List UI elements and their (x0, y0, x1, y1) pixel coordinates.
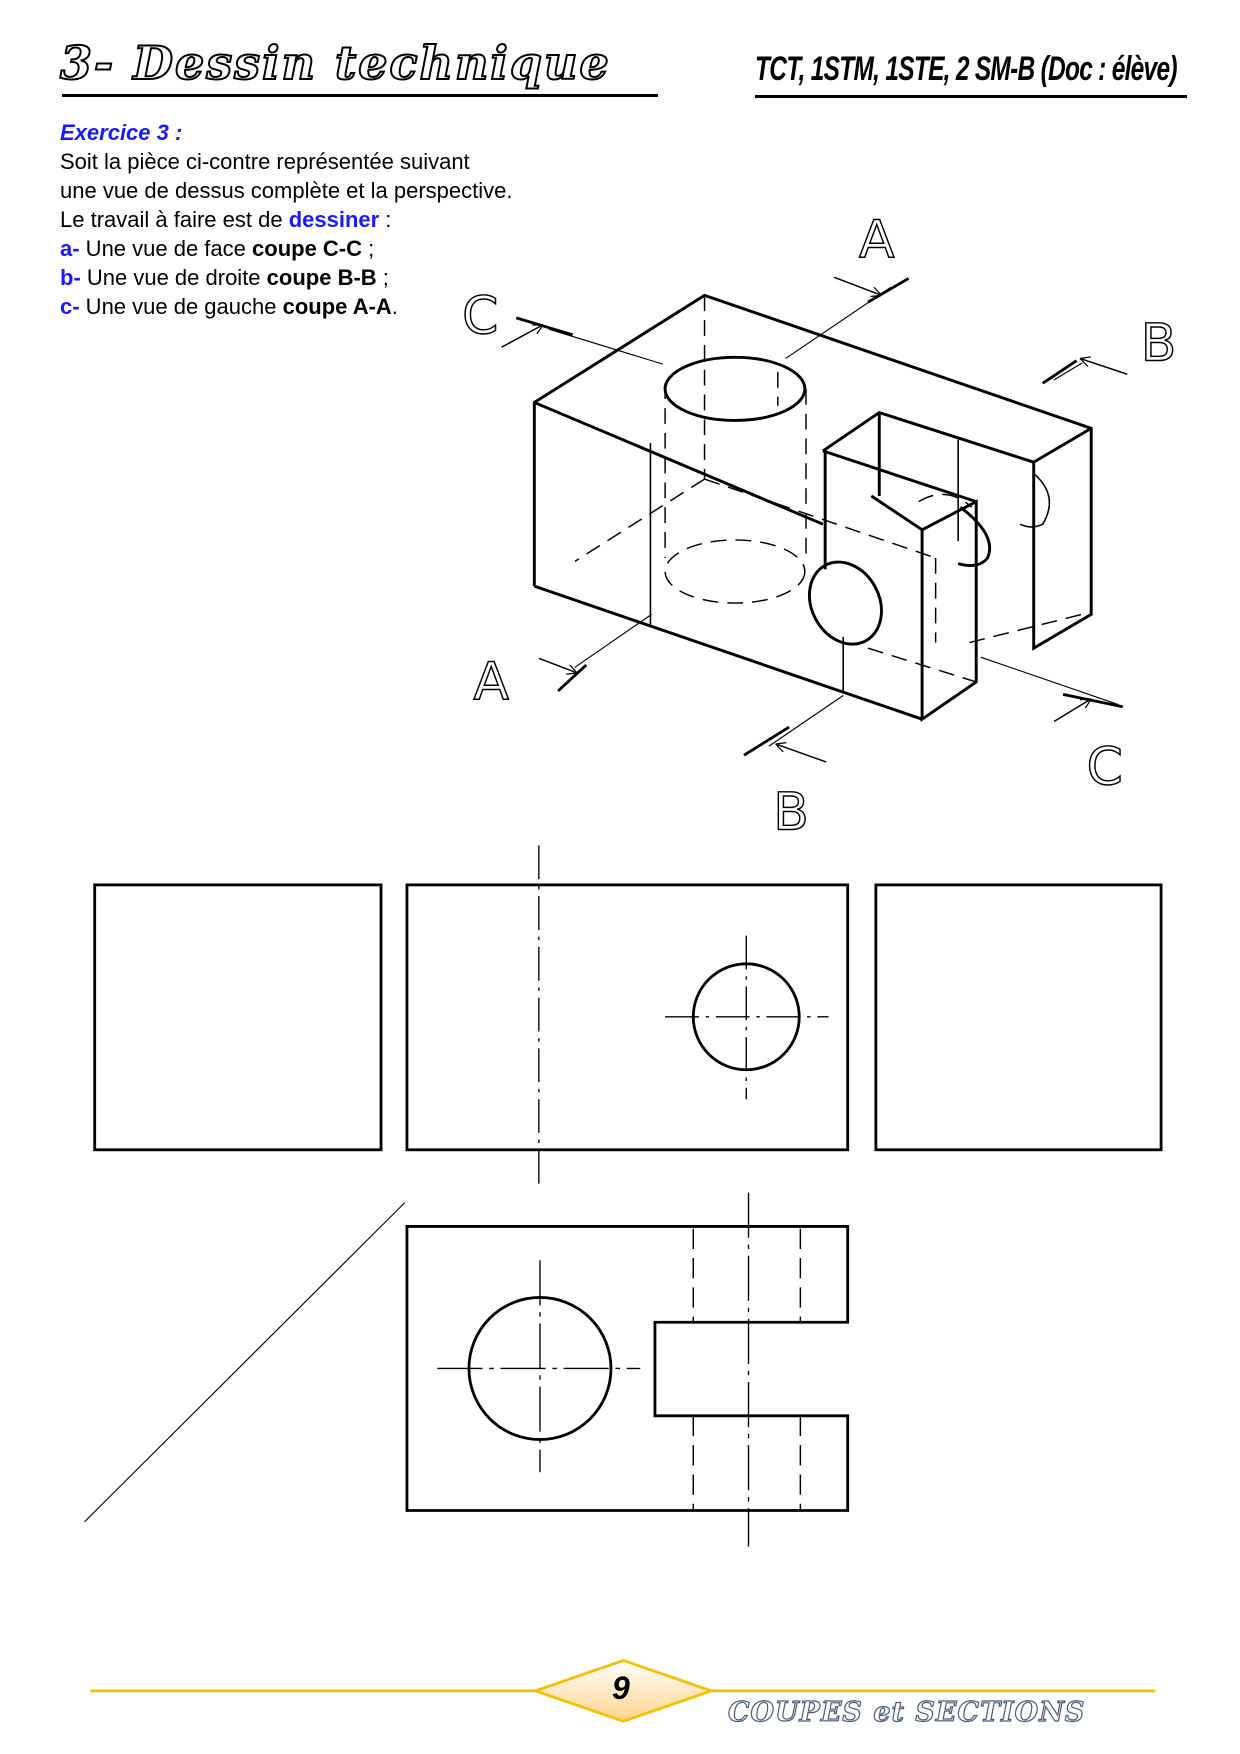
statement-line: une vue de dessus complète et la perspec… (60, 178, 513, 203)
task-letter: b- (60, 265, 81, 290)
front-view (538, 845, 829, 1184)
visible-edges (532, 293, 1093, 722)
view-frames (93, 883, 1163, 1152)
label-c-left: C (462, 287, 498, 347)
chapter-title: COUPES et SECTIONS (727, 1696, 1086, 1728)
text: ; (362, 236, 375, 261)
label-c-right: C (1087, 738, 1123, 798)
task-section: coupe C-C (252, 236, 363, 261)
label-b-right: B (1141, 314, 1177, 374)
title-underline (62, 94, 658, 97)
task-text: Une vue de gauche (79, 294, 283, 319)
section-arrows (501, 276, 1128, 763)
page-title: 3- Dessin technique (59, 35, 611, 91)
classes-underline (755, 95, 1187, 98)
exercise-statement: Exercice 3 : Soit la pièce ci-contre rep… (60, 118, 513, 321)
hidden-edges (574, 295, 1083, 683)
task-b: b- Une vue de droite coupe B-B ; (60, 263, 513, 292)
text: Le travail à faire est de (60, 207, 289, 232)
label-b-bottom: B (773, 783, 809, 843)
task-a: a- Une vue de face coupe C-C ; (60, 234, 513, 263)
label-a-bottom: A (473, 652, 509, 712)
miter-line (84, 1202, 406, 1523)
task-c: c- Une vue de gauche coupe A-A. (60, 292, 513, 321)
page-badge (531, 1658, 716, 1723)
text: ; (376, 265, 389, 290)
right-view-frame (874, 883, 1163, 1152)
class-levels: TCT, 1STM, 1STE, 2 SM-B (Doc : élève) (755, 50, 1178, 88)
cutting-plane-ends (515, 277, 1124, 757)
exercise-heading: Exercice 3 : (60, 120, 183, 145)
top-view (405, 1192, 850, 1547)
task-text: Une vue de face (79, 236, 253, 261)
left-view-frame (93, 883, 383, 1152)
task-letter: c- (60, 294, 80, 319)
task-section: coupe B-B (266, 265, 377, 290)
thin-edges (649, 439, 1051, 694)
label-a-top: A (859, 210, 895, 270)
front-view-frame (405, 883, 850, 1152)
task-letter: a- (60, 236, 80, 261)
text: : (379, 207, 392, 232)
task-section: coupe A-A (282, 294, 392, 319)
page-number: 9 (612, 1670, 630, 1706)
statement-line: Le travail à faire est de dessiner : (60, 205, 513, 234)
emphasis: dessiner (288, 207, 380, 232)
task-text: Une vue de droite (80, 265, 267, 290)
text: . (391, 294, 398, 319)
perspective-view (501, 276, 1128, 763)
section-labels: A A B B C C (461, 209, 1177, 843)
statement-line: Soit la pièce ci-contre représentée suiv… (60, 149, 470, 174)
